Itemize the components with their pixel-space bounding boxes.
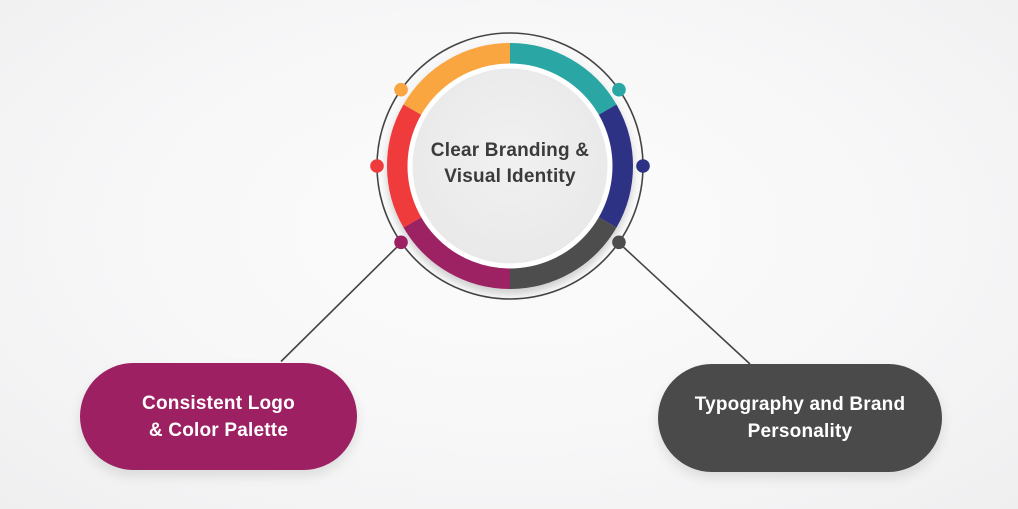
center-disc — [407, 63, 613, 269]
connector-line-right — [618, 242, 751, 365]
connector-line-left — [280, 242, 402, 363]
orbit-dot-red — [370, 159, 384, 173]
center-node-line1: Clear Branding & — [430, 140, 590, 161]
right-node-line1: Typography and Brand — [694, 394, 906, 415]
ring-segment-teal — [509, 43, 617, 117]
left-node-line2: & Color Palette — [148, 419, 289, 441]
orbit-dot-magenta — [394, 235, 408, 250]
segment-ring — [387, 43, 633, 289]
orbit-dot-teal — [612, 82, 626, 97]
ring-segment-red — [387, 104, 424, 228]
orbit-dot-indigo — [636, 159, 650, 173]
orbit-dot-dark-gray — [612, 235, 626, 250]
orbit-dot-orange — [394, 82, 408, 97]
center-node-label: Clear Branding & Visual Identity — [400, 138, 620, 190]
left-node-pill: Consistent Logo & Color Palette — [80, 363, 357, 470]
left-node-line1: Consistent Logo — [142, 392, 295, 414]
right-node-line2: Personality — [747, 421, 853, 442]
ring-segment-orange — [403, 43, 511, 117]
right-node-pill: Typography and Brand Personality — [658, 364, 942, 472]
ring-segment-dark-gray — [509, 215, 617, 289]
center-node-line2: Visual Identity — [444, 166, 576, 187]
ring-segment-magenta — [403, 215, 511, 289]
ring-segment-indigo — [596, 104, 633, 228]
